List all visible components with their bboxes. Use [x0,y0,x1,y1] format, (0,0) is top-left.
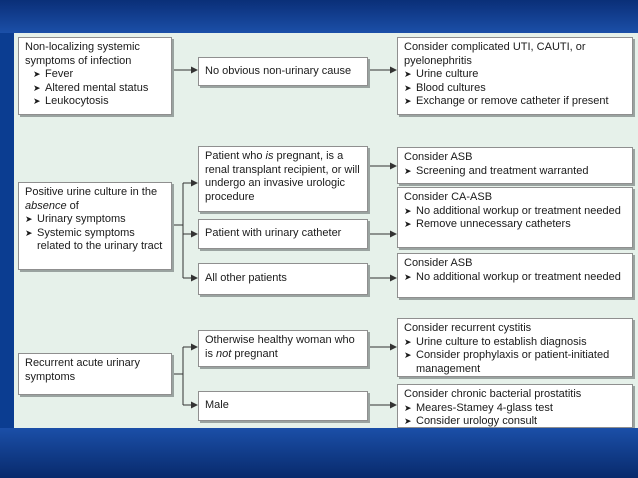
bullet-list: Fever Altered mental status Leukocytosis [33,68,165,109]
emphasis: is [265,150,274,162]
systemic-symptoms-box: Non-localizing systemic symptoms of infe… [18,37,172,115]
no-nonurinary-cause-box: No obvious non-urinary cause [198,57,368,86]
list-item: No additional workup or treatment needed [404,205,626,219]
male-box: Male [198,391,368,421]
box-title: Consider ASB [404,257,473,269]
list-item: Screening and treatment warranted [404,165,626,179]
list-item: Fever [33,68,165,82]
box-text: pregnant [231,347,278,360]
bottom-band [0,428,638,478]
bullet-list: No additional workup or treatment needed [404,271,626,285]
box-text: Patient who [205,150,266,162]
all-other-patients-box: All other patients [198,263,368,295]
list-item: Urine culture to establish diagnosis [404,336,626,350]
recurrent-symptoms-box: Recurrent acute urinary symptoms [18,353,172,395]
asb-screening-box: Consider ASB Screening and treatment war… [397,147,633,184]
list-item: Altered mental status [33,82,165,96]
box-text: Patient with urinary catheter [205,227,342,240]
list-item: Blood cultures [404,82,626,96]
list-item: Urine culture [404,68,626,82]
box-text: pregnant, is a renal transplant recipien… [205,150,360,203]
complicated-uti-box: Consider complicated UTI, CAUTI, or pyel… [397,37,633,115]
emphasis: absence [25,199,67,212]
box-title: Consider CA-ASB [404,191,493,203]
asb-no-workup-box: Consider ASB No additional workup or tre… [397,253,633,298]
list-item: Leukocytosis [33,95,165,109]
box-text: of [66,199,79,212]
box-line: Positive urine culture in the [25,186,158,198]
positive-culture-box: Positive urine culture in the absence of… [18,182,172,270]
top-title-band [0,0,638,33]
box-title: Consider ASB [404,151,473,163]
list-item: Urinary symptoms [25,213,165,227]
box-line: Consider complicated UTI, CAUTI, or [404,41,586,53]
box-line: Non-localizing systemic [25,41,140,53]
emphasis: not [216,347,232,360]
box-line: symptoms [25,370,76,383]
box-line: pyelonephritis [404,54,472,67]
pregnant-transplant-box: Patient who is pregnant, is a renal tran… [198,146,368,212]
healthy-woman-box: Otherwise healthy woman who is not pregn… [198,330,368,367]
list-item: Consider prophylaxis or patient-initiate… [404,349,626,376]
ca-asb-box: Consider CA-ASB No additional workup or … [397,187,633,248]
list-item: Meares-Stamey 4-glass test [404,402,626,416]
list-item: Consider urology consult [404,415,626,429]
list-item: Remove unnecessary catheters [404,218,626,232]
bullet-list: Screening and treatment warranted [404,165,626,179]
bullet-list: No additional workup or treatment needed… [404,205,626,232]
bullet-list: Urinary symptoms Systemic symptoms relat… [25,213,165,254]
box-line: Recurrent acute urinary [25,357,140,369]
prostatitis-box: Consider chronic bacterial prostatitis M… [397,384,633,428]
bullet-list: Urine culture to establish diagnosis Con… [404,336,626,377]
box-text: Otherwise healthy woman who is [205,334,355,360]
box-title: Consider recurrent cystitis [404,322,532,334]
box-line: symptoms of infection [25,54,132,67]
box-text: No obvious non-urinary cause [205,64,352,77]
box-title: Consider chronic bacterial prostatitis [404,388,582,400]
recurrent-cystitis-box: Consider recurrent cystitis Urine cultur… [397,318,633,377]
box-text: Male [205,399,229,412]
list-item: Exchange or remove catheter if present [404,95,626,109]
bullet-list: Urine culture Blood cultures Exchange or… [404,68,626,109]
list-item: No additional workup or treatment needed [404,271,626,285]
urinary-catheter-box: Patient with urinary catheter [198,219,368,249]
box-text: All other patients [205,272,287,285]
box-line: absence of [25,200,165,214]
list-item: Systemic symptoms related to the urinary… [25,227,165,254]
bullet-list: Meares-Stamey 4-glass test Consider urol… [404,402,626,429]
